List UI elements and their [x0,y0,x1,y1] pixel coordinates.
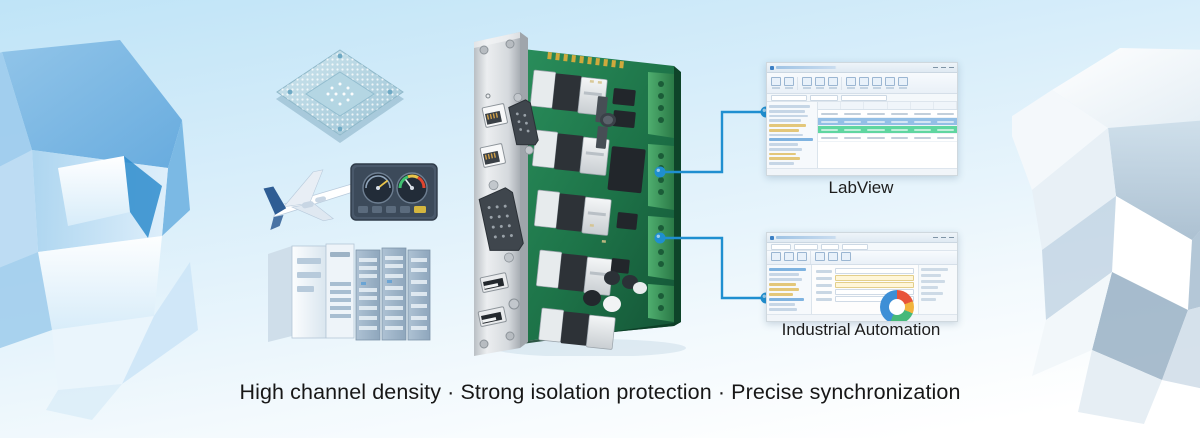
toolbar-icon[interactable] [840,251,851,264]
labview-filter-bar[interactable] [767,94,957,102]
toolbar-separator [841,76,842,90]
toolbar-icon[interactable] [783,251,794,264]
application-icon-cluster [248,38,448,358]
labview-tree-panel[interactable] [767,102,818,168]
table-row[interactable] [818,110,957,118]
labview-toolbar[interactable] [767,73,957,94]
filter-field[interactable] [810,94,838,101]
filter-field[interactable] [771,94,807,101]
automation-window [767,233,957,321]
toolbar-icon[interactable] [858,77,869,89]
labview-data-table[interactable] [818,102,957,168]
toolbar-icon[interactable] [884,77,895,89]
low-poly-gem-right-decoration [1012,48,1200,424]
app-icon [770,235,774,240]
labview-status-bar [767,168,957,175]
toolbar-icon[interactable] [897,77,908,89]
form-row[interactable] [816,275,914,281]
instrument-gauge-panel-icon [350,163,438,221]
automation-status-bar [767,314,957,321]
automation-menu-bar[interactable] [767,243,957,251]
menu-item[interactable] [842,243,868,250]
io-module-card [474,32,686,356]
toolbar-separator [797,76,798,90]
form-row[interactable] [816,296,914,302]
toolbar-icon[interactable] [801,77,812,89]
toolbar-icon[interactable] [814,251,825,264]
form-row[interactable] [816,289,914,295]
toolbar-icon[interactable] [783,77,794,89]
toolbar-icon[interactable] [796,251,807,264]
automation-form-panel[interactable] [812,265,918,321]
labview-window [767,63,957,175]
feature-tagline: High channel density · Strong isolation … [239,380,961,404]
automation-title-bar [767,233,957,243]
bga-chip-icon [276,49,404,143]
link-industrial-automation-path [662,236,764,300]
automation-lower-panel [816,290,914,321]
automation-toolbar[interactable] [767,251,957,265]
control-cabinet-icon [268,243,431,342]
toolbar-separator [810,251,811,264]
low-poly-gem-left-decoration [0,40,198,420]
toolbar-icon[interactable] [827,251,838,264]
table-row[interactable] [818,134,957,142]
donut-chart [880,290,914,321]
window-title-text [776,236,931,239]
toolbar-icon[interactable] [770,251,781,264]
thumbnail-industrial-automation[interactable] [766,232,958,322]
app-icon [770,65,774,70]
thumbnail-label-labview: LabView [828,178,894,197]
toolbar-icon[interactable] [871,77,882,89]
form-row[interactable] [816,268,914,274]
link-industrial-automation-source-dot [654,232,666,244]
window-title-text [776,66,931,69]
form-row[interactable] [816,282,914,288]
automation-body [767,265,957,321]
filter-field[interactable] [841,94,887,101]
table-row-highlighted[interactable] [818,126,957,134]
automation-record-list[interactable] [816,304,876,310]
window-controls[interactable] [933,237,954,238]
table-row-selected[interactable] [818,118,957,126]
link-labview-source-dot [654,166,666,178]
automation-side-panel[interactable] [918,265,957,314]
menu-item[interactable] [821,243,839,250]
toolbar-icon[interactable] [814,77,825,89]
thumbnail-labview[interactable] [766,62,958,176]
toolbar-icon[interactable] [827,77,838,89]
toolbar-icon[interactable] [770,77,781,89]
automation-tree-panel[interactable] [767,265,812,314]
labview-title-bar [767,63,957,73]
thumbnail-label-industrial-automation: Industrial Automation [781,320,941,339]
labview-body [767,102,957,168]
window-controls[interactable] [933,67,954,68]
menu-item[interactable] [771,243,791,250]
link-labview-path [662,110,764,174]
table-header-row [818,102,957,110]
menu-item[interactable] [794,243,818,250]
toolbar-icon[interactable] [845,77,856,89]
